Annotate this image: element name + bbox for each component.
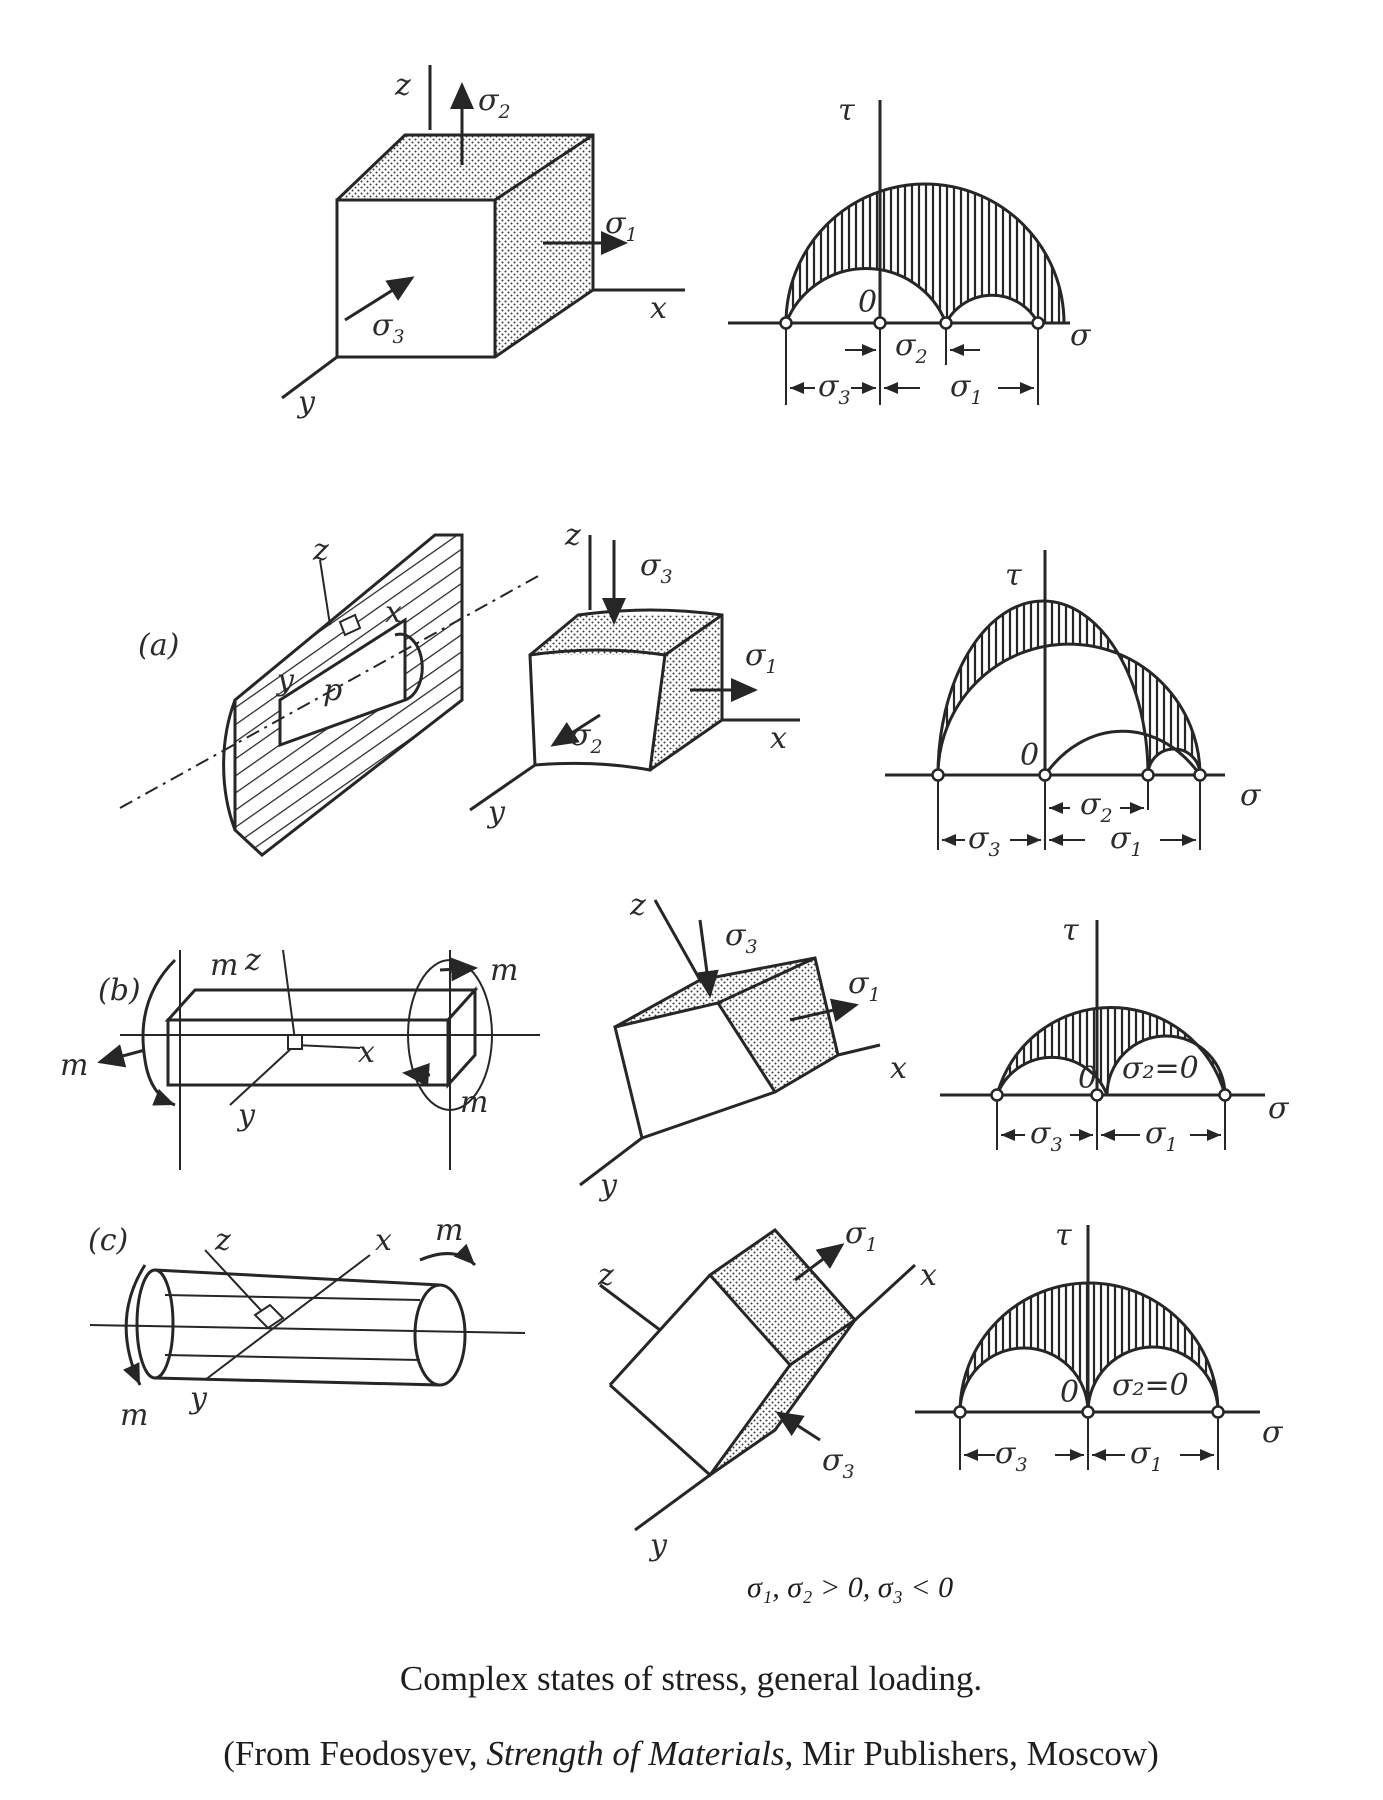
sigma2-zero-b: σ₂=0 [1122,1051,1199,1086]
sigma3-span-c: σ3 [995,1436,1028,1476]
vessel-z-label: z [312,533,329,568]
sigma-axis-label-a: σ [1240,778,1262,813]
cube-b-sigma1: σ1 [848,966,881,1006]
case-a-label: (a) [138,628,179,663]
shaft-y-label: y [188,1381,208,1416]
sigma2-span: σ2 [895,328,928,368]
shaft-z-label: z [214,1223,231,1258]
tau-label-b: τ [1062,913,1079,948]
cube-a-sigma2: σ2 [570,718,603,758]
cube-a-z-label: z [564,518,581,553]
sigma-axis-label-c: σ [1262,1415,1284,1450]
stress-condition: σ₁, σ₂ > 0, σ₃ < 0 [747,1571,953,1604]
bar-m-left: m [60,1048,88,1083]
sigma-axis-label-b: σ [1268,1091,1290,1126]
cube-b: z σ3 σ1 x y [579,888,907,1203]
cube-a-sigma3: σ3 [640,548,673,588]
cube-b-x-label: x [890,1051,907,1086]
tau-label-c: τ [1055,1218,1072,1253]
sigma1-span-b: σ1 [1145,1116,1178,1156]
origin-label: 0 [858,285,877,320]
sigma1-span-a: σ1 [1110,821,1143,861]
bar-m-top: m [210,948,238,983]
cube-a-y-label: y [486,795,506,830]
x-axis-label: x [650,291,667,326]
cube-b-z-label: z [629,888,646,923]
cube-b-sigma3: σ3 [725,918,758,958]
bar-z-label: z [244,943,261,978]
z-axis-label: z [394,68,411,103]
shaft-m-left: m [120,1398,148,1433]
cube-b-y-label: y [598,1168,618,1203]
mohr-diagram-1: τ 0 σ σ2 σ3 σ1 [728,93,1092,409]
origin-label-a: 0 [1020,738,1039,773]
shaft-x-label: x [375,1223,392,1258]
cube-a-sigma1: σ1 [745,638,778,678]
bar-y-label: y [236,1098,256,1133]
sigma3-span-b: σ3 [1030,1116,1063,1156]
origin-label-c: 0 [1060,1375,1079,1410]
bar-m-right: m [490,953,518,988]
mohr-diagram-a: τ 0 σ σ2 σ3 σ1 [885,550,1262,861]
sigma2-label: σ2 [478,83,511,123]
bar-m-bottom: m [460,1085,488,1120]
cube-a: z σ3 σ1 σ2 x y [469,518,800,830]
sigma3-arrow [344,276,415,322]
vessel-y-label: y [275,663,295,698]
mohr-diagram-b: τ 0 σ σ₂=0 σ3 σ1 [940,913,1290,1156]
y-axis-label: y [296,385,316,420]
cube-c-z-label: z [597,1258,614,1293]
cube-c-sigma3: σ3 [822,1443,855,1483]
sigma3-span-a: σ3 [968,821,1001,861]
sigma1-span-c: σ1 [1130,1436,1163,1476]
sigma1-label: σ1 [605,206,638,246]
cube-a-x-label: x [770,721,787,756]
sigma3-label: σ3 [372,308,405,348]
shaft-m-right: m [435,1213,463,1248]
case-a-vessel: (a) z x y p [119,533,541,857]
case-c-label: (c) [88,1223,128,1258]
bar-x-label: x [358,1035,375,1070]
origin-label-b: 0 [1078,1061,1097,1096]
mohr-diagram-c: τ 0 σ σ₂=0 σ3 σ1 [915,1218,1284,1476]
sigma-axis-label: σ [1070,318,1092,353]
cube-c: z σ1 x σ3 y [597,1216,937,1563]
sigma3-span: σ3 [818,369,851,409]
cube-c-x-label: x [920,1258,937,1293]
cube-c-y-label: y [648,1528,668,1563]
sigma2-zero-c: σ₂=0 [1112,1368,1189,1403]
case-b-bar: (b) m z m m x y m [60,943,540,1170]
tau-label-a: τ [1005,558,1022,593]
sigma1-span: σ1 [950,369,983,409]
tau-label: τ [838,93,855,128]
sigma2-span-a: σ2 [1080,787,1113,827]
case-b-label: (b) [98,973,141,1008]
case-c-shaft: (c) z x m y m [88,1213,526,1433]
vessel-x-label: x [385,595,402,630]
caption-title: Complex states of stress, general loadin… [400,1659,982,1698]
caption-source: (From Feodosyev, Strength of Materials, … [223,1734,1159,1773]
cube-c-sigma1: σ1 [845,1216,878,1256]
pressure-label: p [323,673,342,708]
caption-book-title: Strength of Materials [486,1734,784,1773]
cube-1: z σ2 σ1 σ3 x y [281,65,685,420]
